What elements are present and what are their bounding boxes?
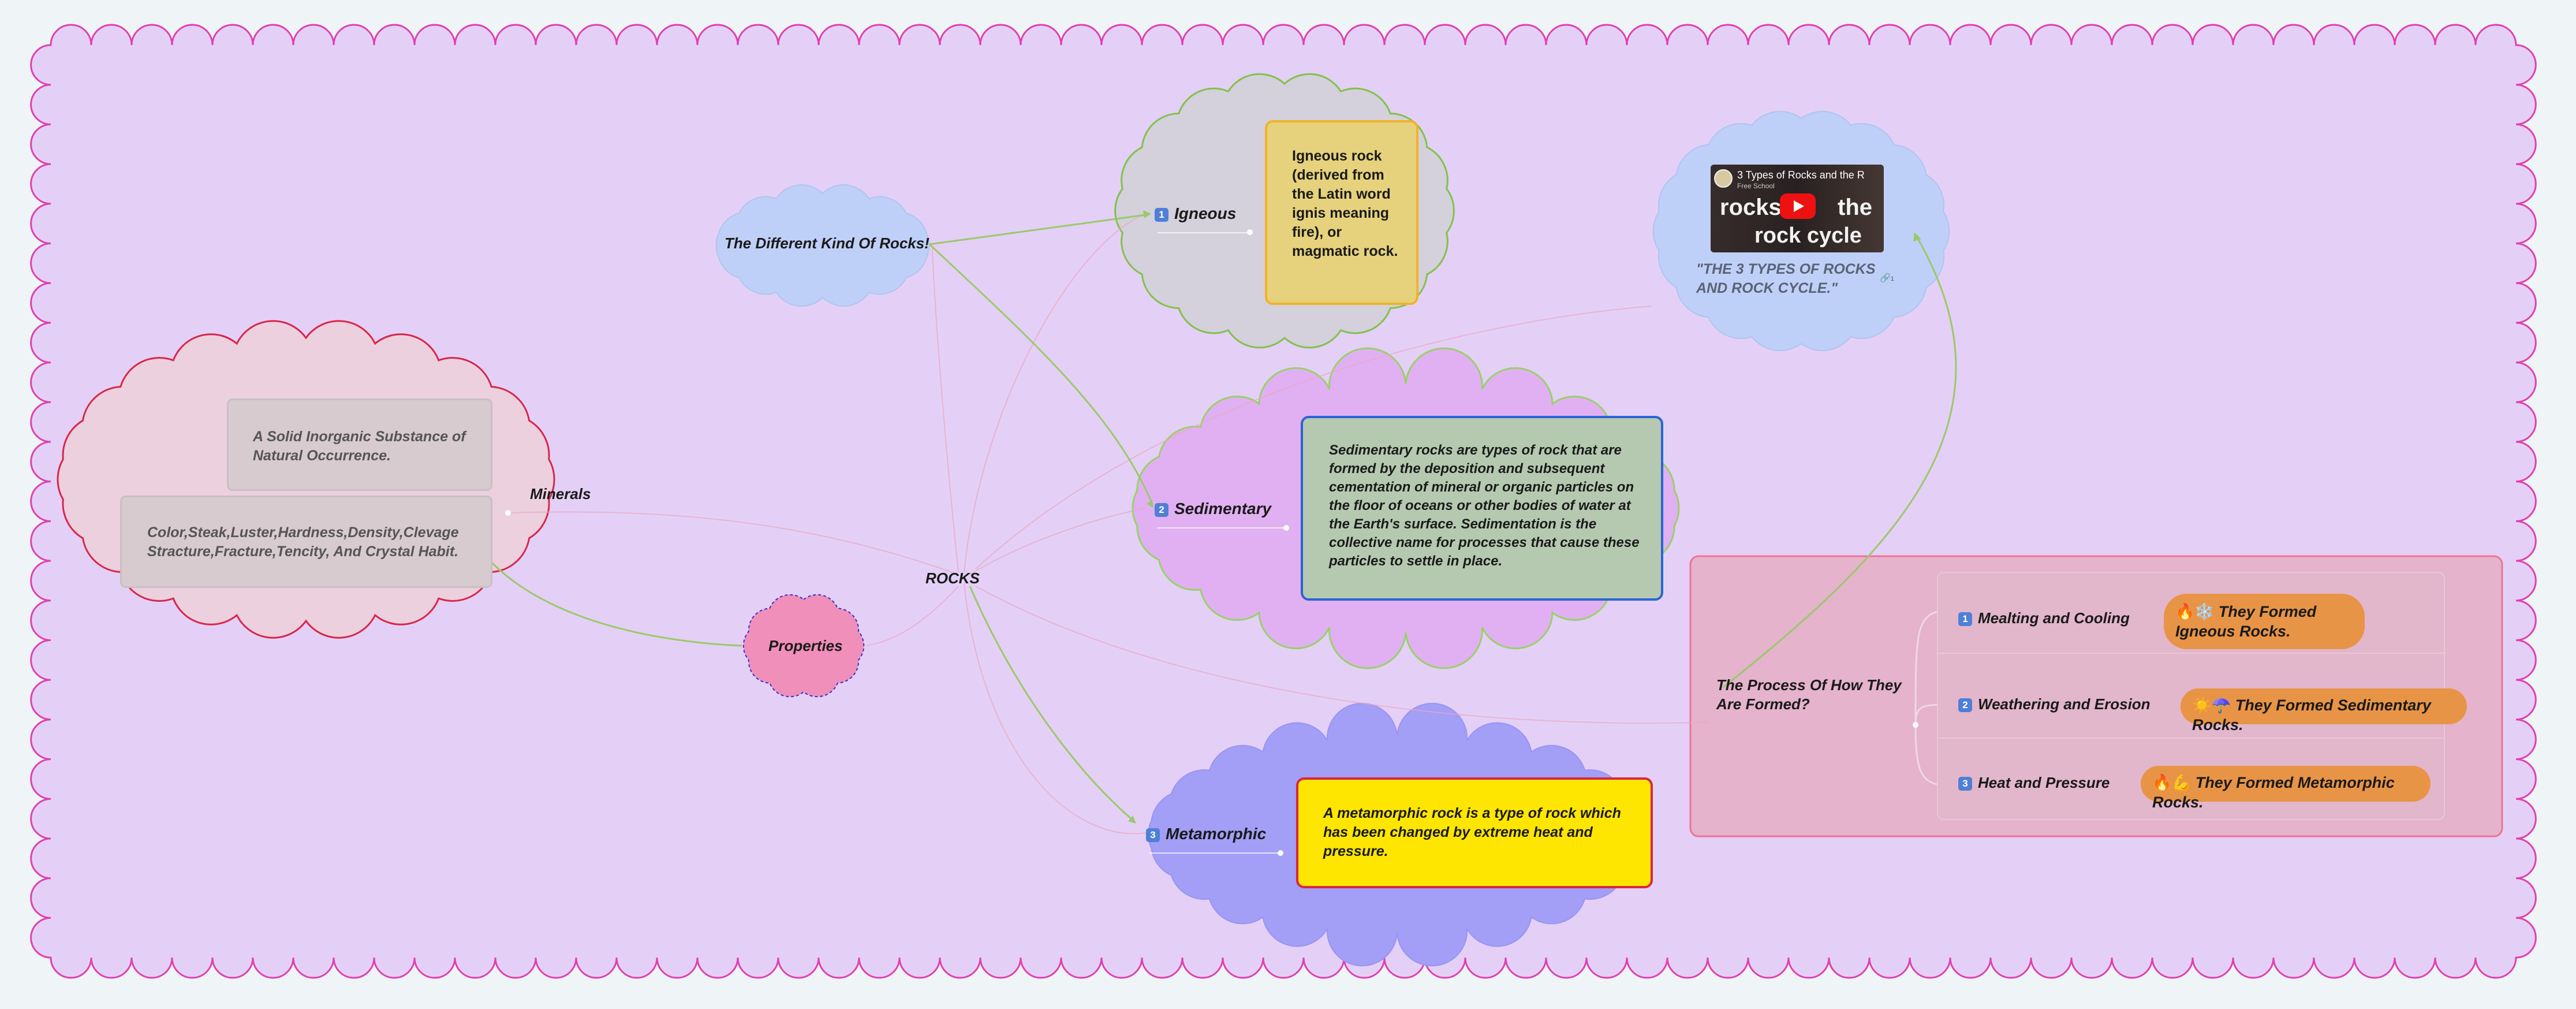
sedimentary-box[interactable]	[1301, 416, 1663, 601]
arrow-rocks-metamorphic	[969, 586, 1132, 820]
metamorphic-label-text: Metamorphic	[1166, 825, 1267, 843]
video-caption: "THE 3 TYPES OF ROCKS AND ROCK CYCLE."	[1696, 261, 1876, 296]
video-thumbnail[interactable]: 3 Types of Rocks and the R Free School r…	[1711, 165, 1884, 252]
process-step-3-label[interactable]: 3 Heat and Pressure	[1958, 774, 2110, 792]
process-step-3-text: Heat and Pressure	[1978, 774, 2110, 791]
kinds-title[interactable]: The Different Kind Of Rocks!	[725, 234, 929, 252]
central-topic[interactable]: ROCKS	[925, 569, 980, 587]
igneous-box[interactable]	[1265, 120, 1418, 305]
metamorphic-text: A metamorphic rock is a type of rock whi…	[1323, 805, 1621, 859]
process-badge-2: 2	[1958, 698, 1972, 712]
igneous-label-text: Igneous	[1174, 204, 1237, 222]
arrowhead-igneous	[1143, 210, 1151, 218]
igneous-label[interactable]: 1 Igneous	[1155, 204, 1236, 223]
number-badge-2: 2	[1155, 503, 1168, 517]
connector-rocks-minerals	[507, 511, 959, 575]
process-step-2-text: Weathering and Erosion	[1978, 695, 2151, 713]
properties-cloud	[742, 594, 865, 698]
process-step-1-row	[1937, 572, 2445, 654]
dot-minerals	[505, 510, 511, 516]
sun-umbrella-icon: ☀️☂️	[2192, 697, 2231, 714]
metamorphic-label[interactable]: 3 Metamorphic	[1146, 825, 1266, 843]
process-result-2-text: They Formed Sedimentary Rocks.	[2192, 697, 2431, 734]
properties-label[interactable]: Properties	[768, 637, 843, 654]
mineral-properties-text: Color,Steak,Luster,Hardness,Density,Clev…	[147, 524, 459, 560]
thumb-word-the: the	[1838, 195, 1872, 220]
process-result-3[interactable]: 🔥💪 They Formed Metamorphic Rocks.	[2141, 766, 2431, 811]
thumb-word-rock-cycle: rock cycle	[1754, 224, 1862, 248]
fire-muscle-icon: 🔥💪	[2152, 774, 2192, 791]
play-triangle-icon	[1794, 200, 1804, 212]
process-result-1[interactable]: 🔥❄️ They Formed Igneous Rocks.	[2164, 594, 2365, 649]
arrowhead-metamorphic	[1128, 816, 1136, 824]
mineral-definition-box[interactable]	[227, 399, 492, 491]
connector-rocks-kinds	[932, 248, 959, 572]
mineral-properties-box[interactable]	[120, 496, 492, 588]
arrow-process-video	[1723, 236, 1957, 688]
metamorphic-box[interactable]	[1296, 777, 1653, 888]
thumb-word-rocks: rocks	[1720, 195, 1782, 220]
link-count: 1	[1890, 275, 1894, 282]
arrowhead-video	[1913, 232, 1921, 241]
process-step-1-label[interactable]: 1 Mealting and Cooling	[1958, 609, 2130, 627]
sedimentary-label-text: Sedimentary	[1174, 500, 1272, 517]
sedimentary-label[interactable]: 2 Sedimentary	[1155, 500, 1271, 518]
connector-rocks-properties	[865, 586, 959, 646]
mineral-definition: A Solid Inorganic Substance of Natural O…	[253, 429, 466, 464]
connector-rocks-metamorphic	[964, 583, 1147, 835]
connector-rocks-process	[975, 586, 1709, 724]
channel-avatar	[1714, 169, 1733, 188]
video-channel-text: Free School	[1737, 182, 1775, 190]
connector-rocks-sedimentary	[969, 508, 1147, 575]
process-result-2[interactable]: ☀️☂️ They Formed Sedimentary Rocks.	[2181, 688, 2467, 734]
igneous-text: Igneous rock (derived from the Latin wor…	[1292, 148, 1398, 259]
process-badge-3: 3	[1958, 777, 1972, 791]
arrow-properties-minerals	[481, 551, 742, 647]
process-title[interactable]: The Process Of How They Are Formed?	[1716, 676, 1902, 713]
connector-rocks-video	[975, 306, 1652, 569]
arrow-kinds-igneous	[929, 214, 1147, 245]
number-badge-3: 3	[1146, 828, 1160, 842]
fire-snowflake-icon: 🔥❄️	[2175, 603, 2215, 620]
connector-rocks-igneous	[964, 213, 1147, 572]
process-badge-1: 1	[1958, 612, 1972, 626]
process-result-3-text: They Formed Metamorphic Rocks.	[2152, 774, 2395, 811]
sedimentary-text: Sedimentary rocks are types of rock that…	[1329, 442, 1640, 569]
process-step-2-label[interactable]: 2 Weathering and Erosion	[1958, 695, 2151, 713]
dot-process	[1913, 722, 1918, 728]
process-result-1-text: They Formed Igneous Rocks.	[2175, 603, 2317, 640]
link-icon[interactable]: 🔗1	[1880, 273, 1894, 283]
number-badge-1: 1	[1155, 208, 1168, 222]
arrow-kinds-sedimentary	[928, 243, 1153, 503]
minerals-label[interactable]: Minerals	[530, 485, 591, 502]
youtube-play-icon[interactable]	[1780, 193, 1816, 219]
process-step-2-row	[1937, 654, 2445, 739]
kinds-cloud	[715, 184, 930, 307]
process-step-1-text: Mealting and Cooling	[1978, 609, 2130, 627]
arrowhead-sedimentary	[1147, 500, 1153, 508]
video-header-text: 3 Types of Rocks and the R	[1737, 169, 1865, 181]
